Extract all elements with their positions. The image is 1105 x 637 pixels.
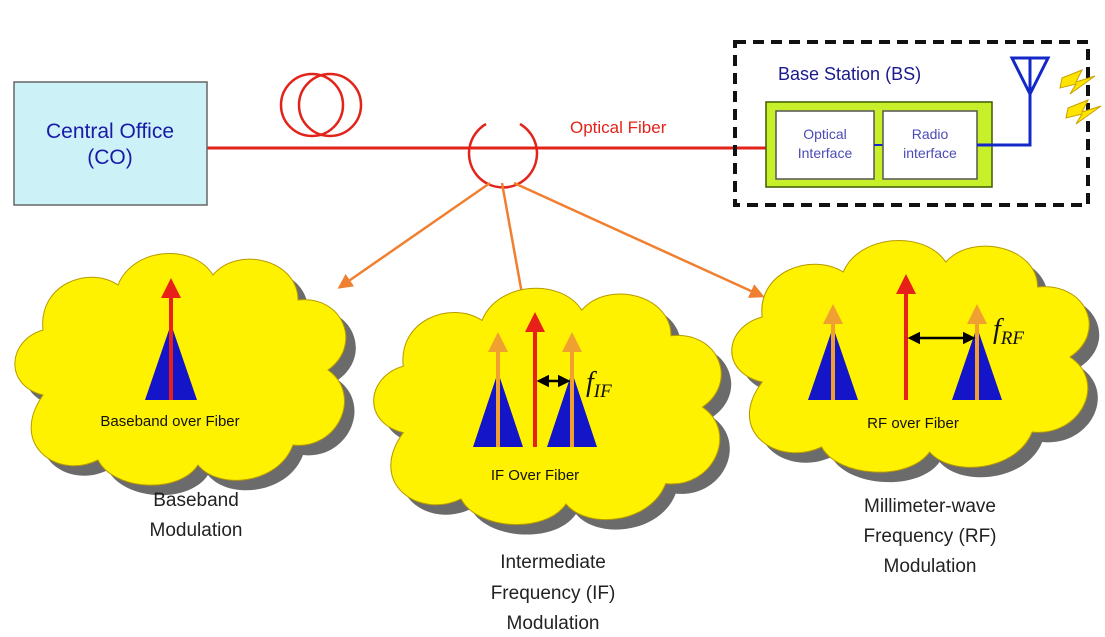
base-station: Base Station (BS) Optical Interface Radi… <box>733 40 1102 207</box>
rf-caption-2: Frequency (RF) <box>863 526 996 547</box>
rf-caption-3: Modulation <box>884 556 977 577</box>
central-office-label: Central Office <box>46 120 174 143</box>
base-station-title: Base Station (BS) <box>778 64 921 84</box>
central-office-rect <box>13 81 208 206</box>
cloud-label: RF over Fiber <box>867 415 959 432</box>
optical-interface-label: Optical <box>803 126 847 142</box>
if-caption-3: Modulation <box>507 613 600 634</box>
rf-caption-1: Millimeter-wave <box>864 496 996 517</box>
arrow-to-rf <box>513 181 765 298</box>
baseband-cloud: Baseband over Fiber <box>14 252 356 496</box>
rf-cloud: fRF RF over Fiber <box>731 239 1100 483</box>
radio-interface-label-2: interface <box>903 145 957 161</box>
cloud-label: IF Over Fiber <box>491 467 579 484</box>
if-caption-1: Intermediate <box>500 552 606 573</box>
radio-interface-box <box>882 110 978 180</box>
if-caption-2: Frequency (IF) <box>491 583 616 604</box>
cloud-label: Baseband over Fiber <box>100 413 239 430</box>
arrow-to-if <box>500 182 530 308</box>
rf-frequency-label: fRF <box>993 314 1024 349</box>
radio-interface-label: Radio <box>912 126 949 142</box>
baseband-caption-2: Modulation <box>150 520 243 541</box>
optical-fiber-label: Optical Fiber <box>570 118 667 137</box>
base-station-border <box>733 40 1090 207</box>
if-frequency-label: fIF <box>586 367 612 402</box>
central-office-abbrev: (CO) <box>87 146 133 169</box>
distribution-arrows <box>337 181 765 308</box>
fiber-coupler-icon <box>467 122 539 189</box>
lightning-icon <box>1059 69 1102 125</box>
optical-interface-label-2: Interface <box>798 145 853 161</box>
antenna-icon <box>1009 56 1051 98</box>
optical-interface-box <box>775 110 875 180</box>
fiber-spool-icon <box>279 72 363 138</box>
baseband-caption-1: Baseband <box>153 490 239 511</box>
central-office-box: Central Office (CO) <box>13 81 208 206</box>
if-cloud: fIF IF Over Fiber <box>373 287 732 535</box>
arrow-to-baseband <box>337 181 491 289</box>
